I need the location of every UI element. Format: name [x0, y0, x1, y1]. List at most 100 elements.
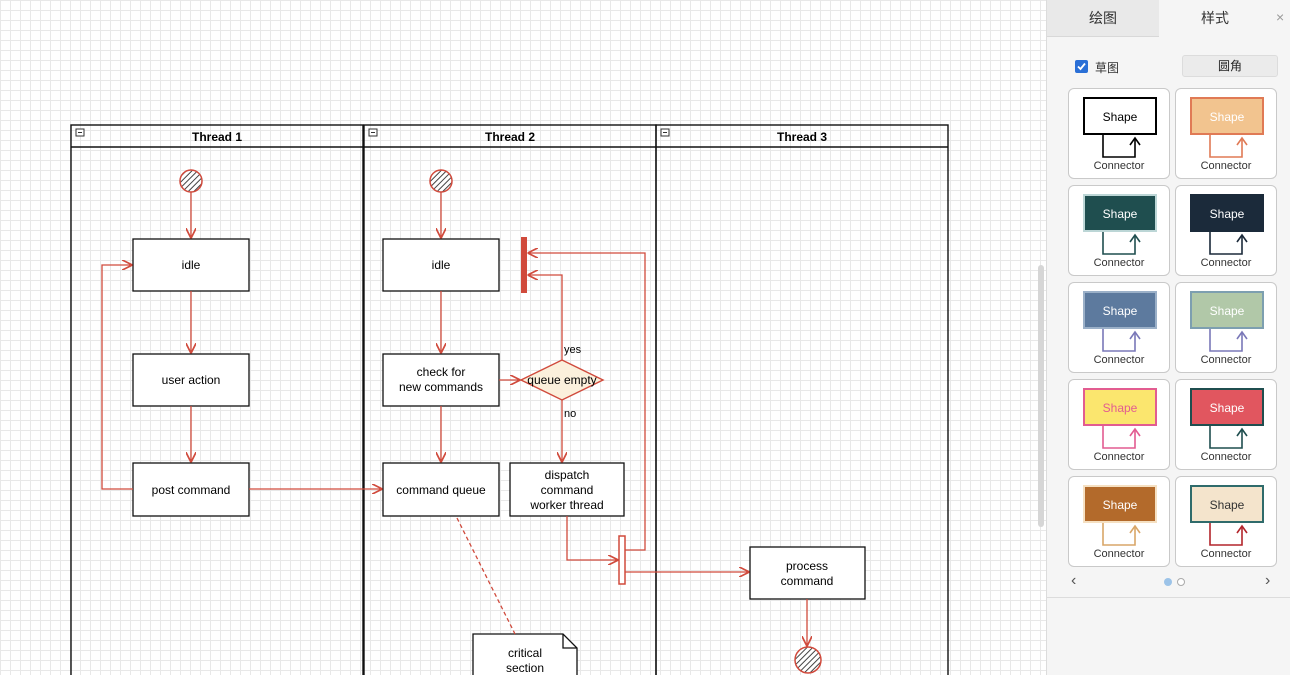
- connector-arrow-icon: [1102, 232, 1141, 255]
- activity-diagram: Thread 1 Thread 2 Thread 3 idle user ac: [70, 124, 949, 675]
- check-icon: [1077, 62, 1086, 71]
- swatch-shape-preview: Shape: [1083, 194, 1157, 232]
- edge-label-yes: yes: [564, 344, 582, 356]
- svg-text:post command: post command: [152, 483, 231, 497]
- connector-arrow-icon: [1209, 135, 1248, 158]
- start-node-thread-1[interactable]: [179, 169, 203, 193]
- svg-text:queue empty: queue empty: [527, 373, 596, 387]
- connector-arrow-icon: [1209, 523, 1248, 546]
- sketch-checkbox[interactable]: [1075, 60, 1088, 73]
- swatch-connector-label: Connector: [1200, 257, 1252, 269]
- swatch-shape-preview: Shape: [1190, 388, 1264, 426]
- sync-bar-join[interactable]: [521, 237, 527, 293]
- svg-text:critical: critical: [508, 646, 542, 660]
- svg-text:check for: check for: [417, 365, 466, 379]
- swatch-connector-label: Connector: [1200, 160, 1252, 172]
- note-critical-section[interactable]: critical section: [472, 633, 578, 675]
- node-dispatch-command[interactable]: dispatch command worker thread: [509, 462, 625, 517]
- svg-text:new commands: new commands: [399, 380, 483, 394]
- edge-label-no: no: [564, 408, 576, 420]
- edge-dispatch-to-fork: [566, 516, 617, 560]
- svg-text:command: command: [781, 574, 834, 588]
- svg-text:idle: idle: [432, 258, 451, 272]
- page-dot-1[interactable]: [1164, 578, 1172, 586]
- edge-note-link: [456, 517, 516, 635]
- node-user-action[interactable]: user action: [132, 353, 250, 407]
- diagram-canvas[interactable]: Thread 1 Thread 2 Thread 3 idle user ac: [0, 0, 1046, 675]
- swatch-connector-label: Connector: [1093, 354, 1145, 366]
- svg-text:section: section: [506, 661, 544, 675]
- decision-queue-empty[interactable]: queue empty: [519, 359, 605, 401]
- swatch-shape-preview: Shape: [1083, 291, 1157, 329]
- lane-title-thread-1: Thread 1: [192, 130, 242, 144]
- swimlane-thread-3[interactable]: Thread 3: [655, 124, 949, 675]
- page-dot-2[interactable]: [1177, 578, 1185, 586]
- edge-yes-to-join: [529, 275, 563, 360]
- tab-style[interactable]: 样式: [1159, 0, 1271, 37]
- svg-text:idle: idle: [182, 258, 201, 272]
- swatch-shape-preview: Shape: [1083, 485, 1157, 523]
- panel-tabs: 绘图 样式 ×: [1047, 0, 1290, 37]
- swatch-shape-preview: Shape: [1083, 388, 1157, 426]
- connector-arrow-icon: [1209, 232, 1248, 255]
- lane-title-thread-2: Thread 2: [485, 130, 535, 144]
- node-command-queue[interactable]: command queue: [382, 462, 500, 517]
- node-post-command[interactable]: post command: [132, 462, 250, 517]
- chevron-right-icon[interactable]: ›: [1265, 572, 1271, 589]
- svg-text:dispatch: dispatch: [545, 468, 590, 482]
- lane-title-thread-3: Thread 3: [777, 130, 827, 144]
- edges: [101, 192, 807, 645]
- connector-arrow-icon: [1209, 329, 1248, 352]
- svg-text:command: command: [541, 483, 594, 497]
- rounded-button[interactable]: 圆角: [1182, 55, 1278, 77]
- connector-arrow-icon: [1102, 523, 1141, 546]
- swatch-shape-preview: Shape: [1190, 291, 1264, 329]
- swatch-shape-preview: Shape: [1083, 97, 1157, 135]
- swatch-shape-preview: Shape: [1190, 97, 1264, 135]
- close-icon[interactable]: ×: [1276, 9, 1285, 25]
- svg-text:user action: user action: [162, 373, 221, 387]
- swatch-connector-label: Connector: [1200, 548, 1252, 560]
- swatch-shape-preview: Shape: [1190, 194, 1264, 232]
- chevron-left-icon[interactable]: ‹: [1071, 572, 1077, 589]
- swatch-connector-label: Connector: [1093, 257, 1145, 269]
- connector-arrow-icon: [1102, 426, 1141, 449]
- sync-bar-fork[interactable]: [618, 535, 626, 585]
- svg-text:command queue: command queue: [396, 483, 486, 497]
- swatch-connector-label: Connector: [1093, 160, 1145, 172]
- swatch-connector-label: Connector: [1093, 548, 1145, 560]
- panel-divider: [1047, 597, 1290, 598]
- node-process-command[interactable]: process command: [749, 546, 866, 600]
- swimlane-thread-1[interactable]: Thread 1: [70, 124, 364, 675]
- svg-text:process: process: [786, 559, 828, 573]
- swatch-shape-preview: Shape: [1190, 485, 1264, 523]
- node-idle-thread-1[interactable]: idle: [132, 238, 250, 292]
- edge-fork-to-join: [529, 253, 646, 551]
- swatch-connector-label: Connector: [1200, 451, 1252, 463]
- canvas-scrollbar[interactable]: [1038, 265, 1044, 527]
- swatch-pager: ‹ ›: [1047, 572, 1290, 592]
- svg-text:worker thread: worker thread: [529, 498, 603, 512]
- tab-draw[interactable]: 绘图: [1047, 0, 1159, 37]
- end-node-thread-3[interactable]: [794, 646, 822, 674]
- start-node-thread-2[interactable]: [429, 169, 453, 193]
- swatch-connector-label: Connector: [1093, 451, 1145, 463]
- node-check-new-commands[interactable]: check for new commands: [382, 353, 500, 407]
- node-idle-thread-2[interactable]: idle: [382, 238, 500, 292]
- sketch-label: 草图: [1095, 61, 1120, 75]
- connector-arrow-icon: [1102, 135, 1141, 158]
- connector-arrow-icon: [1209, 426, 1248, 449]
- connector-arrow-icon: [1102, 329, 1141, 352]
- style-options-row: 草图 圆角: [1047, 55, 1290, 79]
